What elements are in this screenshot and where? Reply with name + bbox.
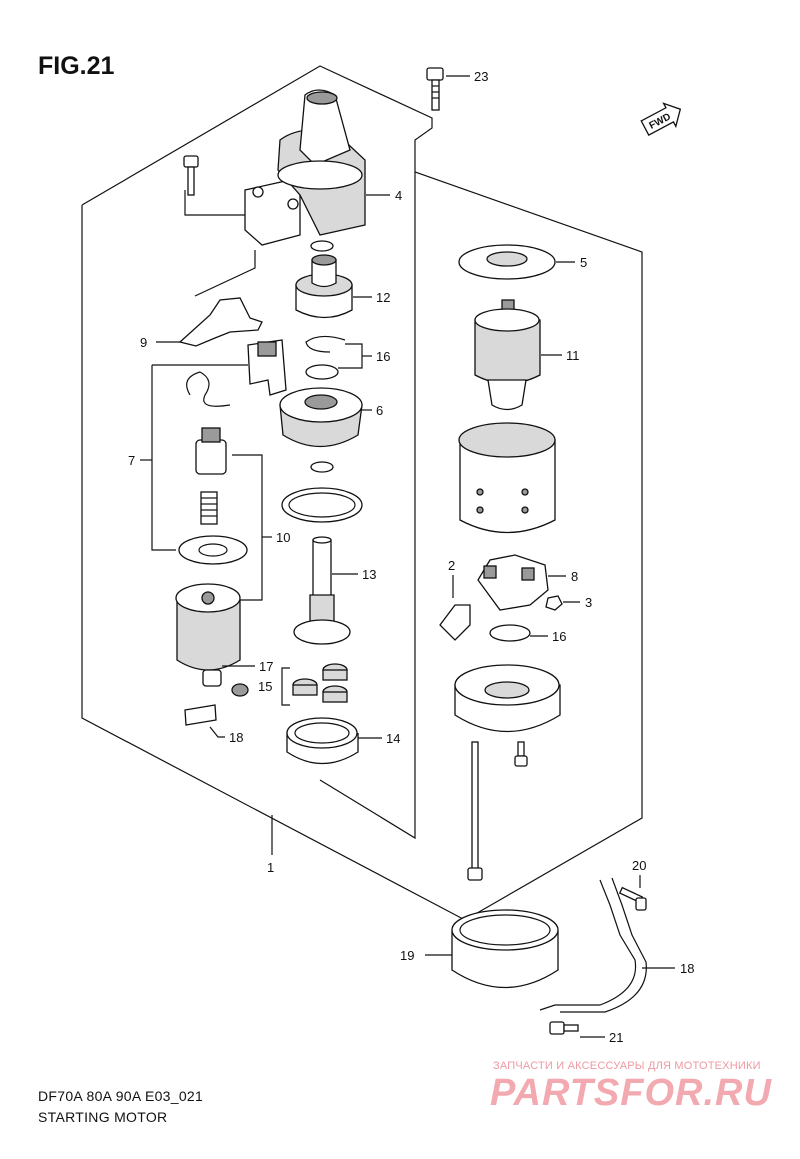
planet-gears-15: [292, 663, 348, 703]
solenoid-plate: [178, 535, 248, 565]
armature-11: [474, 299, 541, 411]
callout-17: 17: [259, 659, 273, 674]
callout-15: 15: [258, 679, 272, 694]
callout-10: 10: [276, 530, 290, 545]
washer: [310, 461, 334, 473]
callout-12: 12: [376, 290, 390, 305]
brush-holder-8: [477, 554, 549, 611]
callout-11: 11: [566, 348, 580, 363]
fwd-arrow-icon: FWD: [640, 102, 682, 136]
callout-2: 2: [448, 558, 455, 573]
bracket-19: [539, 877, 647, 1013]
circlip-16: [305, 335, 346, 353]
lead-wire-2: [439, 604, 471, 641]
watermark-tagline: ЗАПЧАСТИ И АКСЕССУАРЫ ДЛЯ МОТОТЕХНИКИ: [493, 1060, 761, 1072]
rubber-band-20: [451, 909, 559, 989]
pinion-12: [295, 254, 353, 319]
spring-wire: [186, 371, 231, 407]
small-screw: [514, 741, 528, 767]
watermark-logo: PARTSFOR.RU: [490, 1072, 772, 1114]
callout-1: 1: [267, 860, 274, 875]
callout-16a: 16: [376, 349, 390, 364]
nut-3: [545, 595, 563, 611]
through-bolt-small: [183, 155, 199, 196]
callout-20: 19: [400, 948, 414, 963]
shaft-13: [293, 536, 351, 645]
callout-5: 5: [580, 255, 587, 270]
drive-group-outline: [194, 250, 256, 297]
plunger: [195, 427, 227, 475]
callout-16b: 16: [552, 629, 566, 644]
callout-14: 14: [386, 731, 400, 746]
callout-23: 23: [474, 69, 488, 84]
yoke: [458, 422, 556, 534]
solenoid-bracket: [247, 339, 287, 396]
callout-8: 8: [571, 569, 578, 584]
gear-group-outline: [319, 172, 416, 840]
commutator-end-cover: [454, 664, 561, 733]
washer-16: [305, 364, 339, 380]
callout-21: 20: [632, 858, 646, 873]
callout-18: 18: [229, 730, 243, 745]
clip-18: [184, 704, 217, 726]
callout-19: 18: [680, 961, 694, 976]
internal-gear-14: [286, 717, 359, 765]
callout-3: 3: [585, 595, 592, 610]
terminal-17: [202, 669, 249, 697]
bolt-23: [426, 67, 444, 111]
o-ring: [310, 240, 334, 252]
figure-code: DF70A 80A 90A E03_021: [38, 1088, 204, 1104]
callout-6: 6: [376, 403, 383, 418]
callout-22: 21: [609, 1030, 623, 1045]
drive-housing-4: [244, 89, 366, 246]
long-bolt: [467, 741, 483, 881]
figure-title: FIG.21: [38, 52, 115, 80]
return-spring: [200, 491, 218, 525]
washer-16b: [489, 624, 531, 642]
figure-name: STARTING MOTOR: [38, 1109, 168, 1125]
callout-4: 4: [395, 188, 402, 203]
shift-lever-9: [178, 297, 263, 347]
callout-9: 9: [140, 335, 147, 350]
end-cover-6: [279, 387, 363, 448]
bolt-21: [618, 886, 647, 911]
callout-13: 13: [362, 567, 376, 582]
bolt-22: [549, 1021, 579, 1035]
plate-5: [458, 244, 556, 280]
gasket-ring: [281, 487, 363, 523]
solenoid-body: [175, 583, 241, 671]
callout-7: 7: [128, 453, 135, 468]
